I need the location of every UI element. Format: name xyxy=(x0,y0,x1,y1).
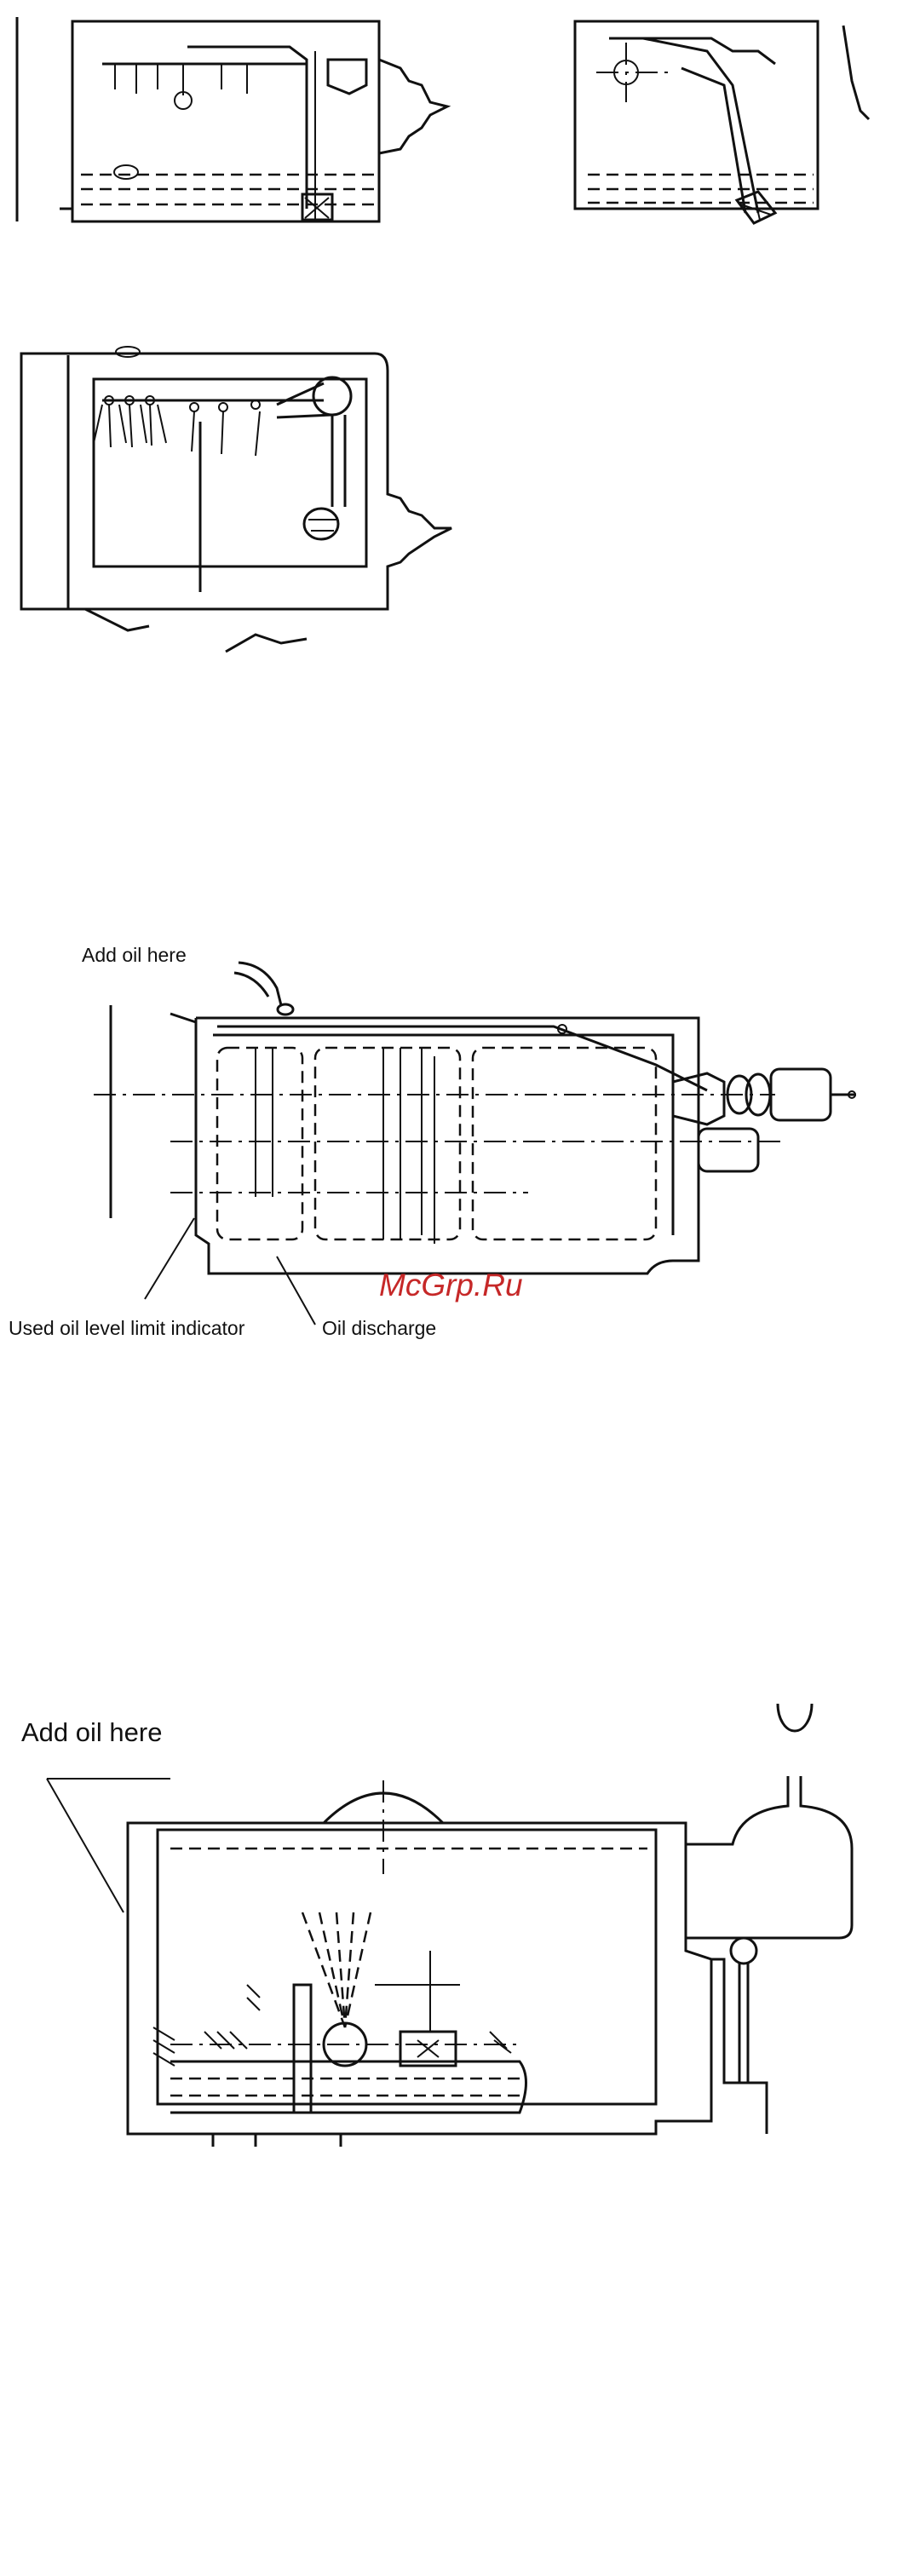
base-feet xyxy=(213,2134,341,2147)
oil-level xyxy=(170,1849,647,2113)
gearbox-diagram-top-left xyxy=(0,0,477,247)
housing-outline xyxy=(128,1780,711,2134)
splash-lubrication-diagram xyxy=(0,1704,920,2181)
housing-outline xyxy=(111,1005,699,1274)
housing-outline xyxy=(575,21,869,209)
oil-filler-pipe xyxy=(234,963,293,1015)
output-chuck xyxy=(673,1069,856,1171)
add-oil-label: Add oil here xyxy=(21,1717,162,1748)
watermark: McGrp.Ru xyxy=(379,1268,523,1303)
callout-line xyxy=(47,1779,170,1912)
splash-jets xyxy=(302,1912,371,2027)
used-oil-level-indicator-label: Used oil level limit indicator xyxy=(9,1317,244,1340)
oil-sump xyxy=(60,165,375,209)
oil-sump xyxy=(588,175,814,203)
housing-outline xyxy=(21,347,451,609)
oil-pipe xyxy=(643,38,758,213)
callout-lines xyxy=(145,1218,315,1325)
drain-lever xyxy=(85,609,307,652)
oil-distribution-pipe xyxy=(94,377,351,592)
gear-compartments xyxy=(217,1048,656,1239)
oil-distribution-pipe xyxy=(102,47,315,209)
gearbox-diagram-middle xyxy=(0,336,511,660)
add-oil-label: Add oil here xyxy=(82,944,187,967)
gearbox-diagram-top-right xyxy=(562,0,920,247)
gear-train xyxy=(153,1951,520,2113)
drive-pulley xyxy=(328,60,366,94)
oil-discharge-label: Oil discharge xyxy=(322,1317,436,1340)
oil-filter xyxy=(304,415,345,539)
